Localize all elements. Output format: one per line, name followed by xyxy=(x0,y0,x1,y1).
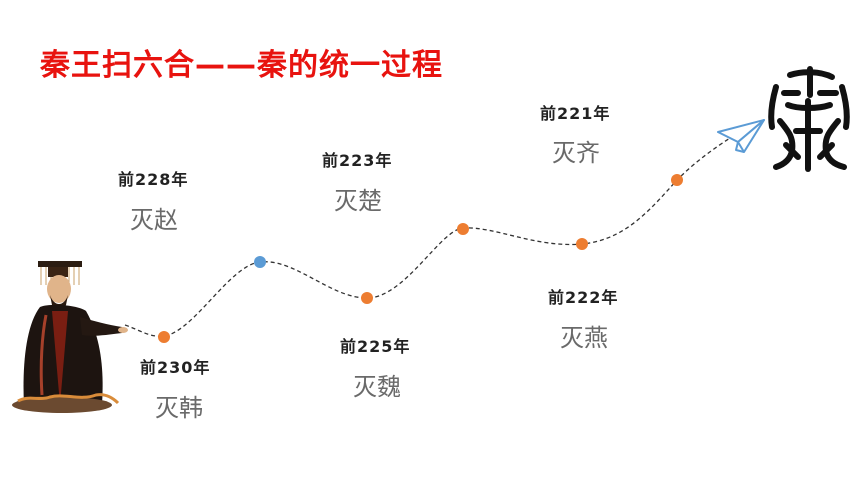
slide-title: 秦王扫六合——秦的统一过程 xyxy=(40,48,443,83)
dashed-path xyxy=(124,137,731,337)
year-label-230: 前230年 xyxy=(140,358,211,377)
event-label-228: 灭赵 xyxy=(130,206,178,234)
year-label-221: 前221年 xyxy=(540,104,611,123)
timeline-dot-222 xyxy=(576,238,588,250)
event-label-222: 灭燕 xyxy=(560,324,608,352)
event-label-221: 灭齐 xyxy=(552,139,600,167)
emperor-portrait-image xyxy=(12,261,128,413)
qin-seal-character-image xyxy=(768,66,850,172)
event-label-223: 灭楚 xyxy=(334,187,382,215)
event-label-230: 灭韩 xyxy=(155,394,203,422)
year-label-223: 前223年 xyxy=(322,151,393,170)
year-label-222: 前222年 xyxy=(548,288,619,307)
timeline-dot-228 xyxy=(254,256,266,268)
paper-plane-icon xyxy=(717,119,765,153)
event-label-225: 灭魏 xyxy=(353,373,401,401)
year-label-228: 前228年 xyxy=(118,170,189,189)
timeline-dot-221 xyxy=(671,174,683,186)
timeline-dot-230 xyxy=(158,331,170,343)
timeline-dot-223 xyxy=(457,223,469,235)
timeline-dot-225 xyxy=(361,292,373,304)
year-label-225: 前225年 xyxy=(340,337,411,356)
